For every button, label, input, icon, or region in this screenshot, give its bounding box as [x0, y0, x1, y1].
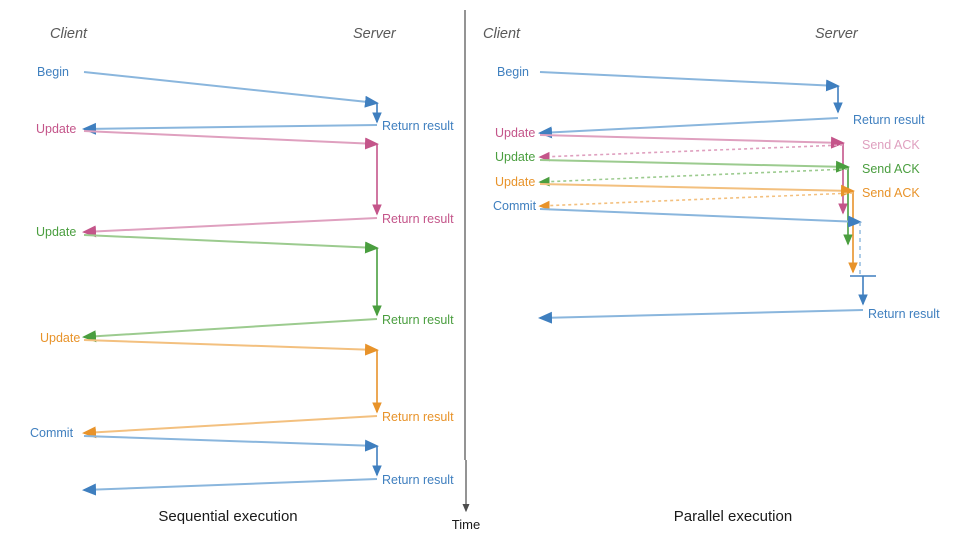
p-arrow-update1-ack — [538, 144, 844, 162]
seq-msg-begin: Begin — [37, 65, 69, 79]
par-msg-commit: Commit — [493, 199, 537, 213]
arrow-commit-response — [82, 478, 378, 496]
p-arrow-commit-response — [538, 309, 864, 324]
par-msg-return-1: Return result — [853, 113, 925, 127]
p-arrow-update1-request — [539, 134, 845, 149]
arrow-update2-response — [82, 318, 378, 343]
seq-msg-commit: Commit — [30, 426, 74, 440]
arrow-begin-response — [82, 122, 378, 135]
seq-msg-return-5: Return result — [382, 473, 454, 487]
p-arrow-begin-response — [538, 117, 839, 139]
p-arrow-commit-request — [539, 208, 862, 228]
seq-msg-update-2: Update — [36, 225, 76, 239]
p-arrow-update3-ack — [538, 192, 854, 211]
arrow-update1-response — [82, 217, 378, 238]
arrow-commit-request — [83, 435, 379, 452]
seq-client-label: Client — [50, 26, 88, 42]
par-msg-update-2: Update — [495, 150, 535, 164]
p-arrow-update2-ack — [538, 168, 849, 187]
par-msg-update-3: Update — [495, 175, 535, 189]
p-arrow-update3-request — [539, 183, 855, 197]
par-server-label: Server — [815, 26, 859, 42]
seq-msg-update-1: Update — [36, 122, 76, 136]
arrow-update3-response — [82, 415, 378, 439]
seq-panel-caption: Sequential execution — [158, 508, 297, 525]
p-arrow-begin-request — [539, 71, 840, 92]
arrow-update3-request — [83, 339, 379, 356]
par-msg-ack-1: Send ACK — [862, 138, 920, 152]
par-msg-return-2: Return result — [868, 307, 940, 321]
par-client-label: Client — [483, 26, 521, 42]
seq-msg-return-3: Return result — [382, 313, 454, 327]
p-arrow-update2-request — [539, 159, 850, 173]
par-msg-begin: Begin — [497, 65, 529, 79]
time-axis-label: Time — [452, 517, 480, 532]
par-msg-ack-2: Send ACK — [862, 162, 920, 176]
arrow-update2-request — [83, 234, 379, 254]
par-panel-caption: Parallel execution — [674, 508, 792, 525]
par-msg-update-1: Update — [495, 126, 535, 140]
arrow-begin-request — [83, 71, 379, 108]
seq-msg-return-4: Return result — [382, 410, 454, 424]
seq-msg-return-1: Return result — [382, 119, 454, 133]
seq-msg-return-2: Return result — [382, 212, 454, 226]
arrow-update1-request — [83, 130, 379, 150]
par-msg-ack-3: Send ACK — [862, 186, 920, 200]
seq-server-label: Server — [353, 26, 397, 42]
seq-msg-update-3: Update — [40, 331, 80, 345]
